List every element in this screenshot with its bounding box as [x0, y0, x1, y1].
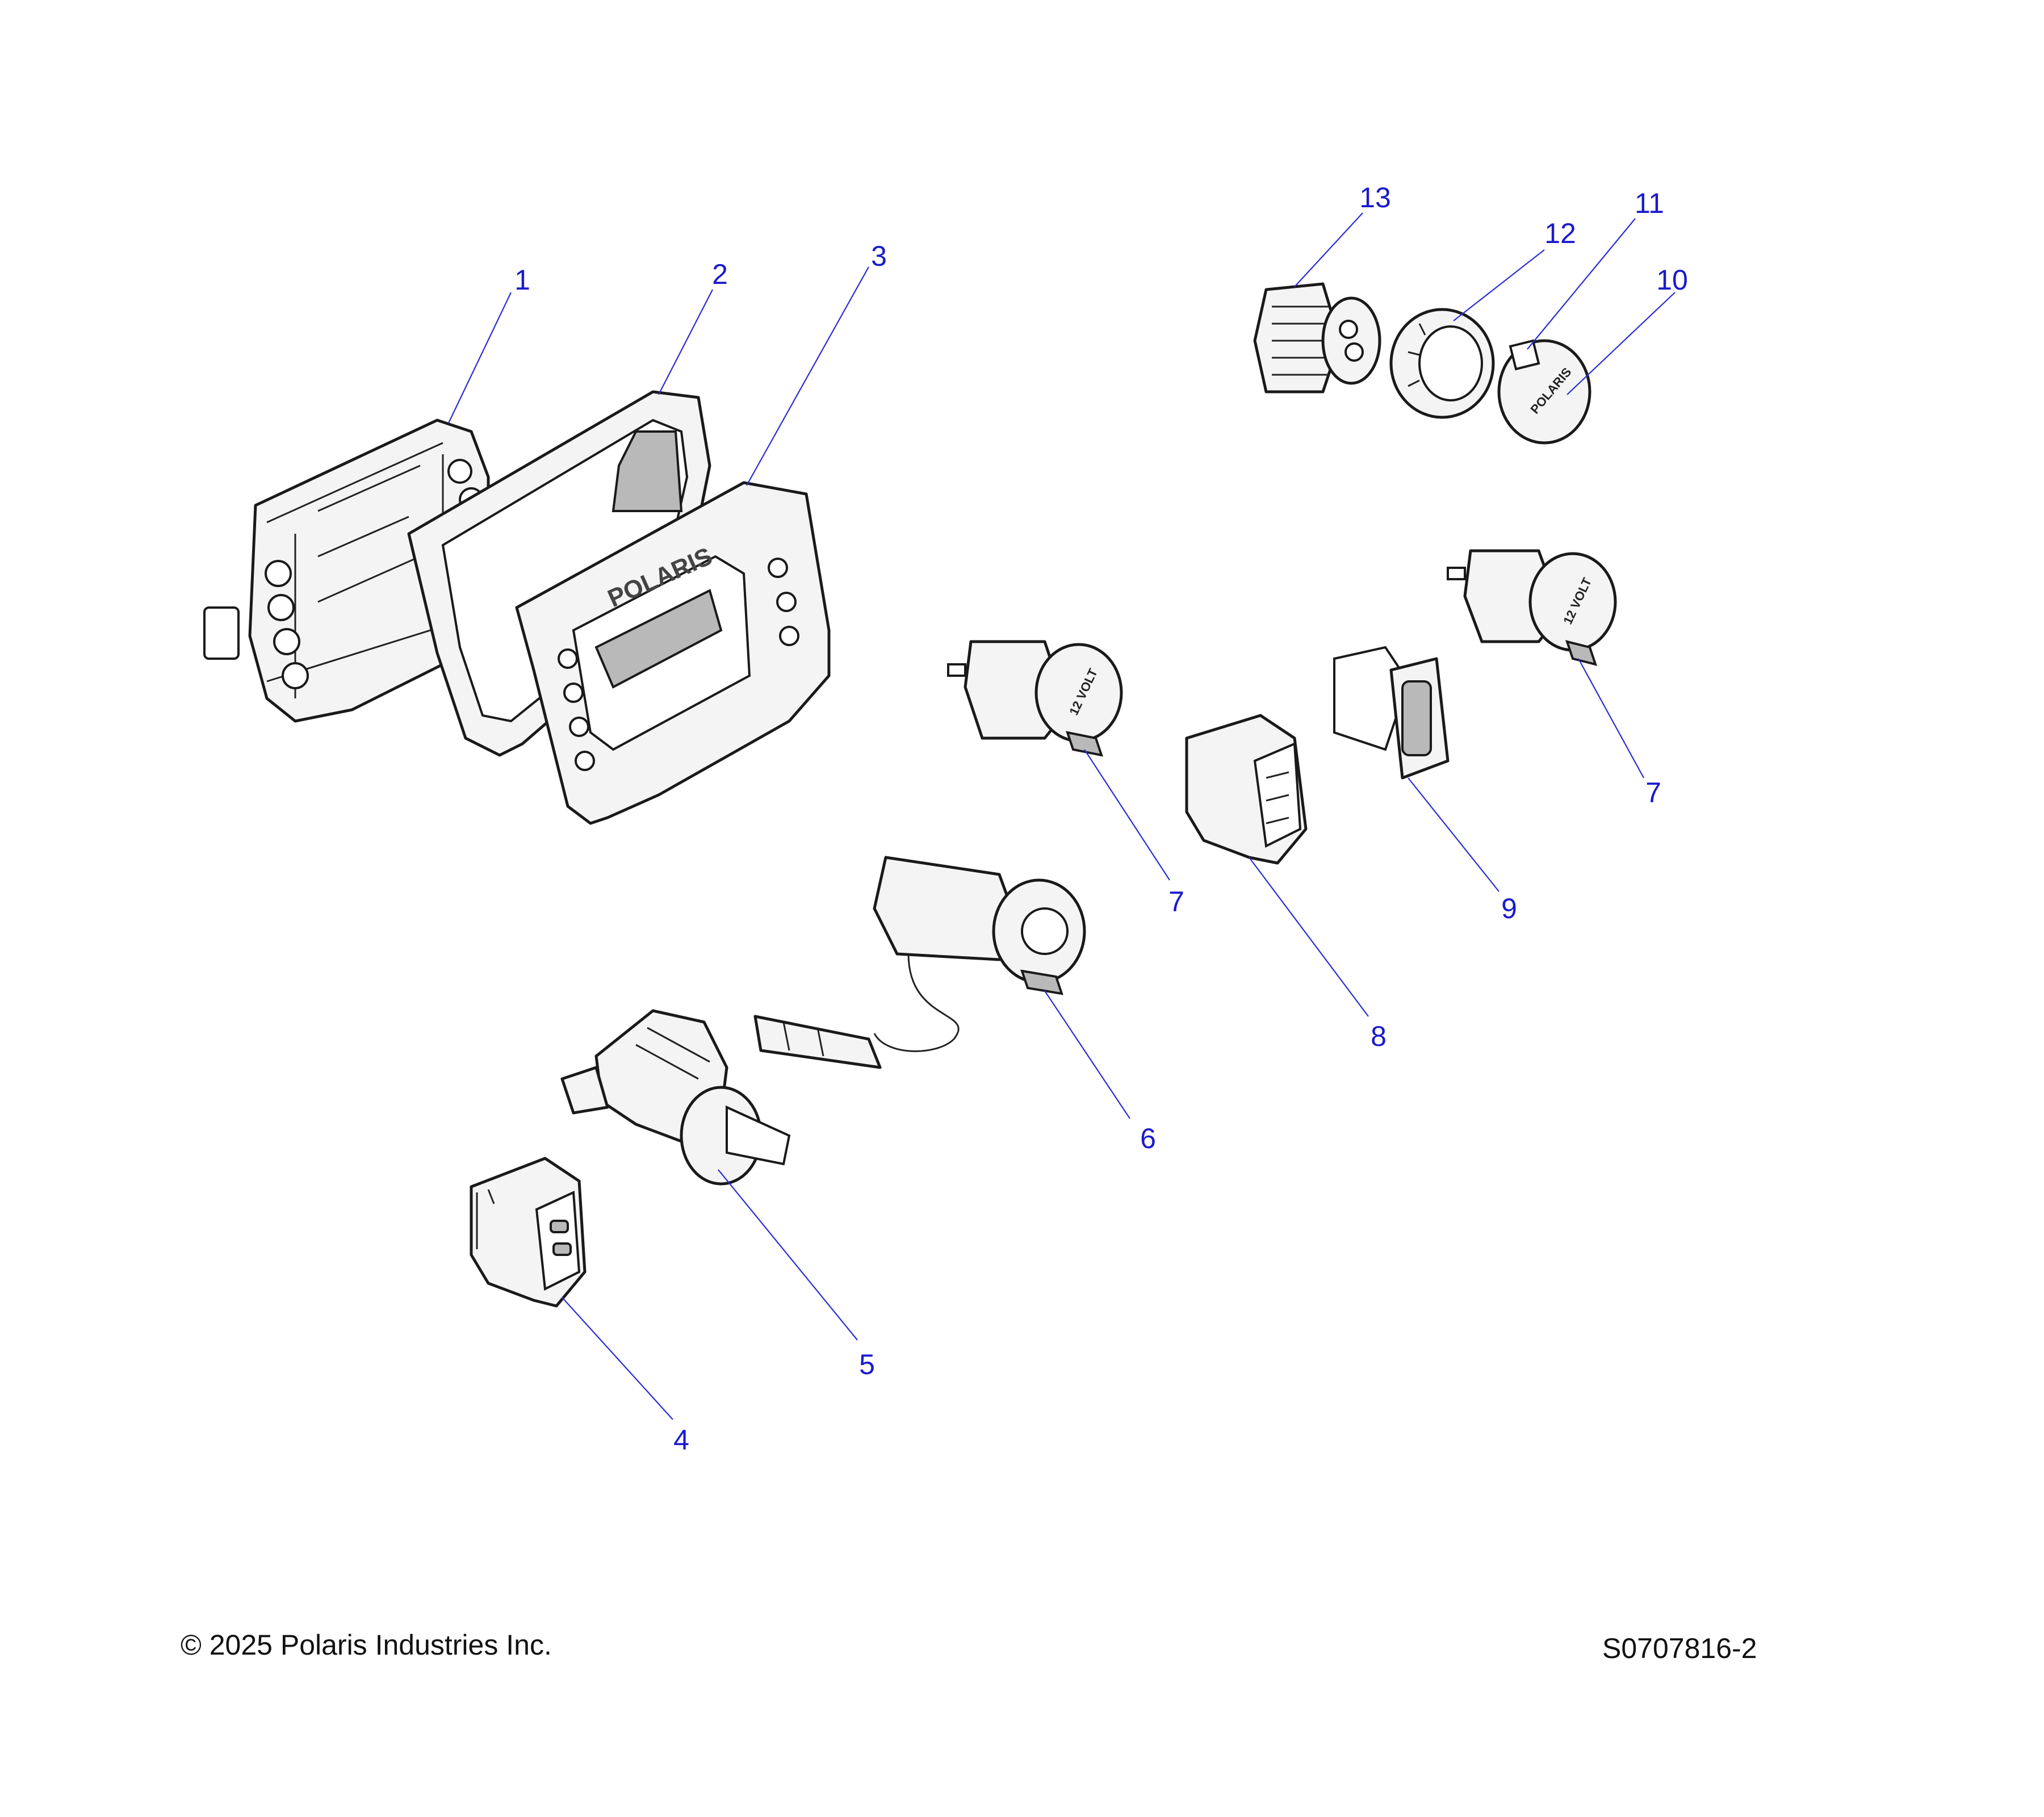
- callout-11: 11: [1635, 187, 1664, 219]
- leader-13: [1294, 212, 1363, 287]
- part-2-bezel-gasket: [407, 390, 711, 757]
- part-5-ignition-switch: [560, 1009, 791, 1186]
- callout-3: 3: [871, 240, 887, 272]
- leader-7b: [1578, 658, 1644, 778]
- leader-lines: [448, 212, 1676, 1420]
- part-9-switch-blank: [1333, 646, 1450, 780]
- drawing-number: S0707816-2: [1602, 1632, 1757, 1664]
- part-12-retaining-nut: [1389, 308, 1495, 419]
- callout-2: 2: [712, 258, 728, 290]
- callout-13: 13: [1359, 182, 1391, 213]
- copyright-text: © 2025 Polaris Industries Inc.: [181, 1629, 552, 1661]
- leader-11: [1527, 218, 1636, 350]
- leader-4: [562, 1297, 673, 1420]
- leader-6: [1044, 990, 1130, 1119]
- part-4-rocker-switch: [470, 1157, 587, 1308]
- part-3-polaris-bezel: POLARIS: [515, 481, 831, 825]
- callout-4: 4: [673, 1424, 689, 1456]
- leader-2: [658, 289, 713, 395]
- callout-7b: 7: [1645, 777, 1661, 809]
- part-6-usb-socket: [753, 856, 1086, 1069]
- part-7-12v-socket-b: 12 VOLT: [1447, 549, 1617, 666]
- callout-9: 9: [1501, 893, 1517, 924]
- callout-7a: 7: [1168, 886, 1184, 918]
- leader-12: [1453, 249, 1545, 321]
- callout-12: 12: [1544, 217, 1576, 249]
- leader-5: [718, 1169, 858, 1341]
- part-8-rocker-switch: [1185, 714, 1308, 865]
- callout-labels: 1 2 3 4 5 6 7 7 8 9 10 11 12 13: [514, 182, 1688, 1456]
- callout-10: 10: [1656, 264, 1688, 296]
- callout-1: 1: [514, 264, 530, 296]
- callout-6: 6: [1140, 1123, 1156, 1154]
- leader-1: [448, 292, 512, 424]
- part-11-cap-tether: [1509, 339, 1540, 371]
- leader-7a: [1084, 749, 1170, 881]
- leader-9: [1408, 777, 1500, 892]
- part-13-socket-body: [1253, 282, 1381, 393]
- leader-3: [746, 266, 869, 486]
- part-7-12v-socket-a: 12 VOLT: [947, 640, 1123, 757]
- callout-5: 5: [859, 1349, 875, 1380]
- part-1-instrument-cluster: [203, 418, 490, 723]
- callout-8: 8: [1371, 1020, 1387, 1052]
- leader-10: [1566, 292, 1676, 395]
- leader-8: [1249, 857, 1369, 1017]
